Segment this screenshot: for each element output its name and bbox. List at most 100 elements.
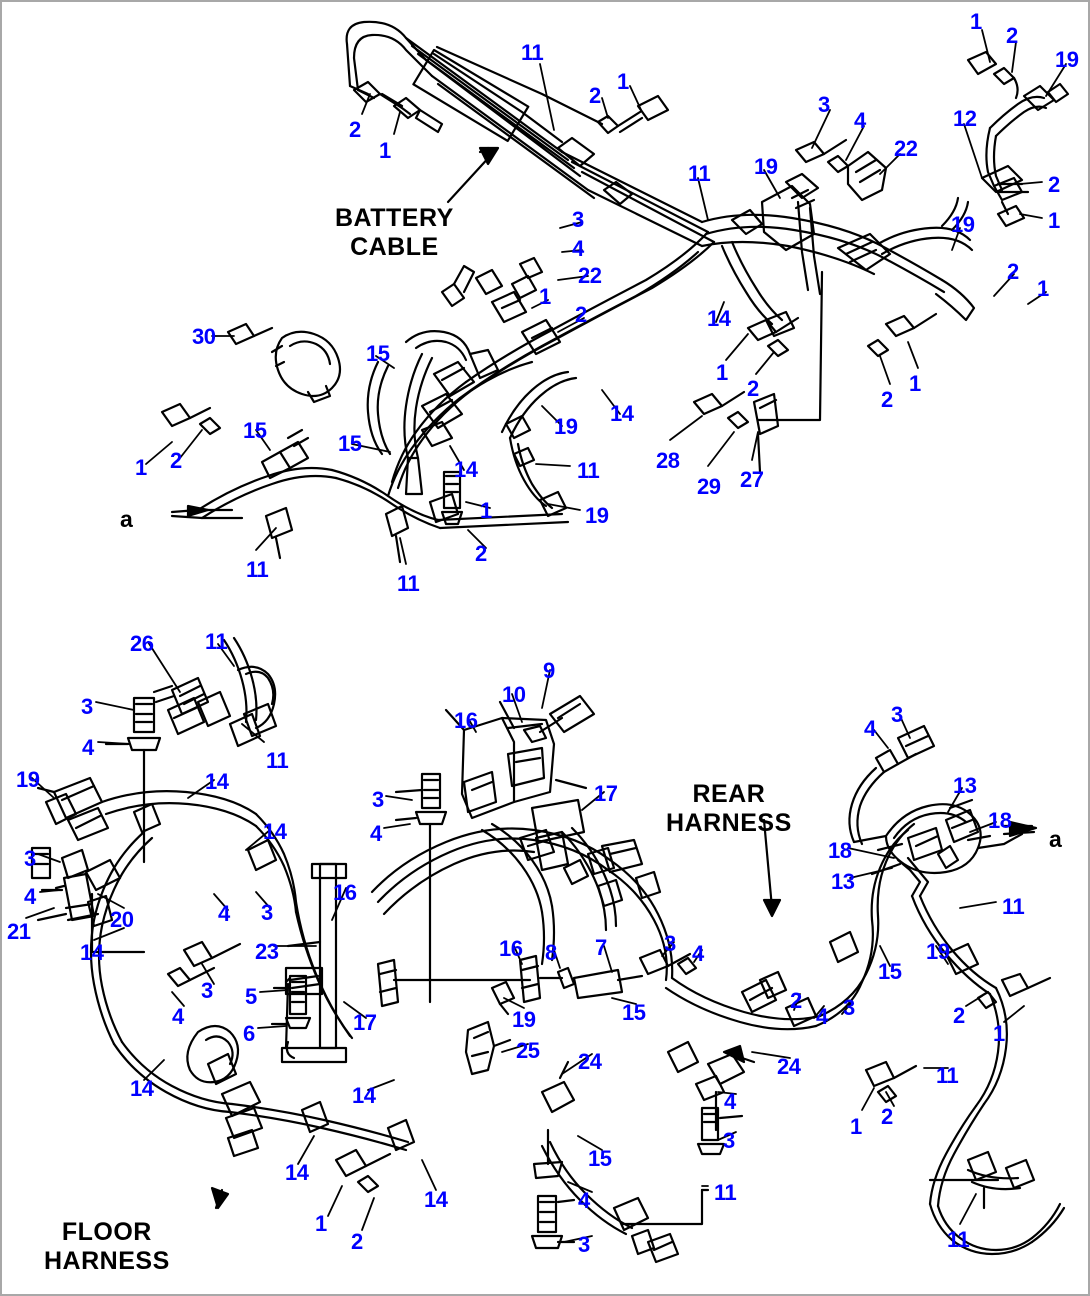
callout-number: 14 xyxy=(263,819,287,844)
callout-number: 1 xyxy=(315,1211,327,1236)
callout-number: 2 xyxy=(1006,23,1018,48)
batterycable-leader xyxy=(446,146,500,204)
callout-number: 2 xyxy=(881,387,893,412)
rear-harness-right xyxy=(664,822,916,1074)
right-center-loops xyxy=(470,360,578,518)
callout-number: 6 xyxy=(243,1021,255,1046)
callout-number: 12 xyxy=(953,106,977,131)
callout-number: 16 xyxy=(333,880,357,905)
callout-number: 3 xyxy=(201,978,213,1003)
callout-number: 11 xyxy=(266,748,289,773)
callout-number: 2 xyxy=(475,541,487,566)
callout-number: 14 xyxy=(424,1187,448,1212)
callout-number: 11 xyxy=(688,161,711,186)
bolt-group-topmid xyxy=(596,94,670,135)
callout-number: 16 xyxy=(499,936,523,961)
callout-number: 23 xyxy=(255,939,279,964)
callout-number: 1 xyxy=(480,498,492,523)
callout-number: 2 xyxy=(351,1229,363,1254)
callout-number: 18 xyxy=(828,838,852,863)
callout-number: 15 xyxy=(338,431,362,456)
callout-number: 4 xyxy=(854,108,866,133)
callout-number: 11 xyxy=(947,1227,970,1252)
callout-number: 27 xyxy=(740,467,764,492)
callout-number: 3 xyxy=(261,900,273,925)
callout-number: 14 xyxy=(707,306,731,331)
callout-number: 9 xyxy=(543,658,555,683)
callout-number: 4 xyxy=(370,821,382,846)
callout-number: 1 xyxy=(909,371,921,396)
callout-number: 24 xyxy=(578,1049,602,1074)
callout-number: 4 xyxy=(864,716,876,741)
callout-number: 14 xyxy=(80,940,104,965)
callout-number: 4 xyxy=(578,1188,590,1213)
callout-number: 1 xyxy=(617,69,629,94)
callout-number: 1 xyxy=(716,360,728,385)
callout-number: 14 xyxy=(454,457,478,482)
bolt34-center xyxy=(394,772,448,1004)
callout-number: 11 xyxy=(936,1063,959,1088)
callout-number: 2 xyxy=(170,448,182,473)
bolt34-mid xyxy=(166,940,242,988)
bolt34-right xyxy=(848,724,936,846)
bolts-bottomleft xyxy=(334,1148,392,1194)
reference-mark-a-right: a xyxy=(1049,826,1062,852)
group-label-rear-harness: REAR HARNESS xyxy=(666,780,792,837)
callout-number: 5 xyxy=(245,984,257,1009)
callout-number: 14 xyxy=(352,1083,376,1108)
callout-number: 20 xyxy=(110,907,134,932)
callout-number: 19 xyxy=(512,1007,536,1032)
bolts-midright xyxy=(746,312,938,358)
callout-number: 14 xyxy=(205,769,229,794)
callout-number: 4 xyxy=(82,735,94,760)
item-27-28-29 xyxy=(692,270,824,474)
callout-number: 11 xyxy=(714,1180,737,1205)
callout-number: 30 xyxy=(192,324,216,349)
callout-number: 17 xyxy=(594,781,618,806)
item30-relay xyxy=(226,322,342,404)
callout-number: 2 xyxy=(349,117,361,142)
callout-number: 2 xyxy=(881,1104,893,1129)
floor-harness-clamps xyxy=(86,802,416,1158)
bolt5-washer6 xyxy=(270,974,312,1030)
callout-number: 19 xyxy=(1055,47,1079,72)
item26-connectors xyxy=(152,636,278,748)
callout-number: 2 xyxy=(953,1003,965,1028)
callout-number: 19 xyxy=(951,212,975,237)
callout-number: 1 xyxy=(850,1114,862,1139)
callout-number: 22 xyxy=(894,136,918,161)
callout-number: 4 xyxy=(218,901,230,926)
callout-number: 2 xyxy=(589,83,601,108)
callout-number: 11 xyxy=(521,40,544,65)
callout-number: 3 xyxy=(843,995,855,1020)
callout-number: 1 xyxy=(993,1021,1005,1046)
item24-clips xyxy=(540,1044,756,1114)
callout-number: 1 xyxy=(1048,208,1060,233)
callout-number: 2 xyxy=(790,988,802,1013)
item13-18-right xyxy=(870,798,992,898)
callout-number: 2 xyxy=(1007,259,1019,284)
group-label-floor-harness: FLOOR HARNESS xyxy=(44,1218,170,1275)
bolt-clamp-group-22 xyxy=(794,138,888,202)
right-tail-a xyxy=(976,820,1038,850)
callout-number: 14 xyxy=(130,1076,154,1101)
callout-number: 26 xyxy=(130,631,154,656)
bolts-bottomcenter xyxy=(530,1128,576,1250)
midleft-harness xyxy=(170,428,570,564)
reference-mark-a-left: a xyxy=(120,506,133,532)
callout-number: 7 xyxy=(595,935,607,960)
topright-harness xyxy=(966,50,1070,228)
callout-number: 19 xyxy=(754,154,778,179)
callout-number: 13 xyxy=(831,869,855,894)
callout-number: 21 xyxy=(7,919,31,944)
callout-number: 11 xyxy=(397,571,420,596)
callout-number: 2 xyxy=(747,376,759,401)
callout-leader-lines xyxy=(25,29,1067,1243)
callout-number: 19 xyxy=(554,414,578,439)
center-upright-bundle xyxy=(366,352,434,496)
bolts-lowercenter xyxy=(160,402,464,526)
item19-center xyxy=(490,980,516,1016)
rearharness-leader xyxy=(762,818,782,918)
